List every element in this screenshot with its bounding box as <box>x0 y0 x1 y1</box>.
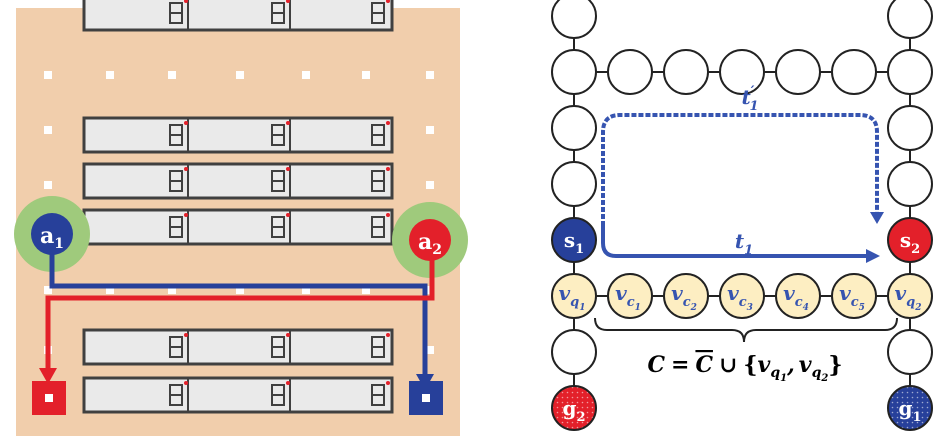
grid-dot <box>362 286 370 294</box>
warehouse-panel: a1 a2 <box>14 0 468 436</box>
grid-dot <box>168 71 176 79</box>
agent-2-label: a <box>418 229 432 255</box>
graph-node <box>719 49 765 95</box>
graph-node <box>551 0 597 39</box>
graph-node <box>887 0 933 39</box>
graph-node <box>551 161 597 207</box>
goal-node-g1-label: g1 <box>898 396 921 425</box>
shelf-rows <box>82 0 394 414</box>
path-t1-arrowhead <box>866 249 880 263</box>
agent-1-goal <box>409 381 443 415</box>
svg-text:a1: a1 <box>40 223 64 252</box>
corridor-node-vc1 <box>607 273 653 319</box>
path-t1-prime <box>601 113 879 226</box>
goal-node-g2 <box>551 385 597 431</box>
grid-dot <box>168 286 176 294</box>
grid-dot <box>362 71 370 79</box>
graph-node <box>551 105 597 151</box>
corridor-node-vc2 <box>663 273 709 319</box>
grid-dot <box>236 71 244 79</box>
agent-2-goal <box>32 381 66 415</box>
graph-node <box>775 49 821 95</box>
agent-2: a2 <box>409 219 451 261</box>
shelf-row <box>82 376 394 414</box>
corridor-node-vc4-label: vc4 <box>783 281 809 313</box>
corridor-node-vq1 <box>551 273 597 319</box>
grid-dot <box>302 286 310 294</box>
goal-node-g2-label: g2 <box>562 396 585 425</box>
shelf-row <box>82 162 394 200</box>
agent-1-path <box>49 250 428 378</box>
path-t1-prime-label: t′1 <box>742 84 759 114</box>
agent-2-label-sub: 2 <box>432 242 442 258</box>
shelf-row <box>82 328 394 366</box>
path-t1-label: t1 <box>735 229 753 258</box>
grid-dot <box>106 286 114 294</box>
shelf-row <box>82 0 394 32</box>
agent-1-label: a <box>40 223 54 249</box>
grid-dot <box>426 181 434 189</box>
start-node-s2-label: s2 <box>900 228 920 257</box>
shelf-row <box>82 208 394 246</box>
grid-dot <box>426 126 434 134</box>
corridor-node-vq2-label: vq2 <box>895 281 922 313</box>
grid-dot <box>106 71 114 79</box>
start-node-s2 <box>887 217 933 263</box>
graph-node <box>831 49 877 95</box>
grid-dot <box>302 71 310 79</box>
corridor-node-vc4 <box>775 273 821 319</box>
grid-dot <box>426 71 434 79</box>
graph-node <box>887 49 933 95</box>
graph-node <box>887 161 933 207</box>
graph-node <box>607 49 653 95</box>
path-t1 <box>601 226 868 258</box>
corridor-node-vc3-label: vc3 <box>727 281 753 313</box>
graph-node <box>551 49 597 95</box>
svg-text:a2: a2 <box>418 229 442 258</box>
shelf-row <box>82 116 394 154</box>
start-node-s1-label: s1 <box>564 228 584 257</box>
corridor-node-vc3 <box>719 273 765 319</box>
agent-2-path-arrowhead <box>39 368 57 384</box>
agent-1-label-sub: 1 <box>54 236 64 252</box>
graph-node <box>551 329 597 375</box>
corridor-node-vc1-label: vc1 <box>615 281 641 313</box>
corridor-node-vq2 <box>887 273 933 319</box>
grid-dot <box>44 126 52 134</box>
goal-node-g1 <box>887 385 933 431</box>
corridor-node-vc5-label: vc5 <box>839 281 865 313</box>
corridor-node-vc2-label: vc2 <box>671 281 697 313</box>
graph-node <box>887 105 933 151</box>
agent-2-path <box>45 255 435 372</box>
path-t1-prime-arrowhead <box>870 212 884 224</box>
graph-node <box>887 329 933 375</box>
grid-dot <box>426 346 434 354</box>
corridor-node-vc5 <box>831 273 877 319</box>
graph-node <box>663 49 709 95</box>
corridor-brace <box>594 317 898 343</box>
graph-nodes: s1 s2 vq1 vq2 vc1 vc2 vc3 vc4 vc5 g2 g1 <box>551 0 933 431</box>
start-node-s1 <box>551 217 597 263</box>
graph-panel: s1 s2 vq1 vq2 vc1 vc2 vc3 vc4 vc5 g2 g1 t′1 t1 C=C… <box>551 0 933 431</box>
grid-dot <box>236 286 244 294</box>
corridor-equation: C=C∪{vq1,vq2} <box>647 352 842 384</box>
grid-dot <box>44 181 52 189</box>
corridor-node-vq1-label: vq1 <box>559 281 586 313</box>
agent-1: a1 <box>31 213 73 255</box>
grid-dot <box>44 286 52 294</box>
grid-dot <box>44 71 52 79</box>
